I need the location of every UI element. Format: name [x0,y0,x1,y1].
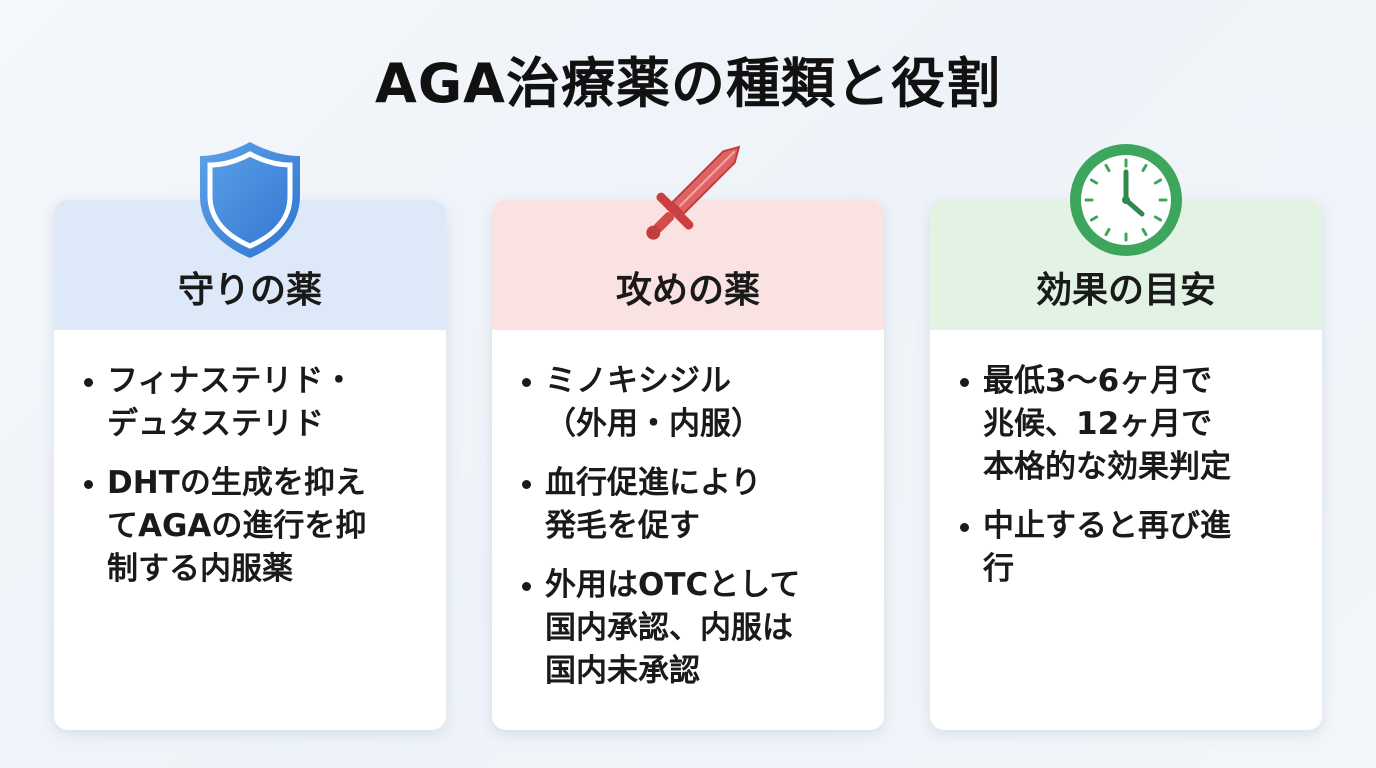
bullet-text: フィナステリド・ デュタステリド [107,363,355,442]
bullet-dot [84,480,93,489]
list-item: ミノキシジル （外用・内服） [522,360,860,446]
bullet-text: ミノキシジル （外用・内服） [545,363,762,442]
bullet-dot [522,582,531,591]
card-title: 攻めの薬 [615,270,760,311]
list-item: フィナステリド・ デュタステリド [84,360,422,446]
bullet-dot [84,378,93,387]
bullet-text: 外用はOTCとして 国内承認、内服は 国内未承認 [545,567,801,689]
bullet-dot [522,480,531,489]
card-offense: 攻めの薬 ミノキシジル （外用・内服） 血行促進により 発毛を促す 外用はOTC… [492,200,884,730]
shield-icon [194,138,306,266]
list-item: 最低3〜6ヶ月で 兆候、12ヶ月で 本格的な効果判定 [960,360,1298,489]
clock-icon [1066,140,1186,264]
card-title: 効果の目安 [1035,270,1216,311]
page-title: AGA治療薬の種類と役割 [375,52,1001,115]
bullet-text: DHTの生成を抑え てAGAの進行を抑 制する内服薬 [107,465,367,587]
card-title: 守りの薬 [177,270,322,311]
card-body: 最低3〜6ヶ月で 兆候、12ヶ月で 本格的な効果判定 中止すると再び進 行 [930,330,1322,591]
list-item: DHTの生成を抑え てAGAの進行を抑 制する内服薬 [84,462,422,591]
card-effect: 効果の目安 最低3〜6ヶ月で 兆候、12ヶ月で 本格的な効果判定 中止すると再び… [930,200,1322,730]
card-defense: 守りの薬 フィナステリド・ デュタステリド DHTの生成を抑え てAGAの進行を… [54,200,446,730]
card-header: 攻めの薬 [492,200,884,330]
list-item: 中止すると再び進 行 [960,505,1298,591]
list-item: 血行促進により 発毛を促す [522,462,860,548]
sword-icon [626,136,750,264]
card-body: フィナステリド・ デュタステリド DHTの生成を抑え てAGAの進行を抑 制する… [54,330,446,591]
bullet-dot [522,378,531,387]
list-item: 外用はOTCとして 国内承認、内服は 国内未承認 [522,564,860,693]
bullet-text: 最低3〜6ヶ月で 兆候、12ヶ月で 本格的な効果判定 [983,363,1231,485]
bullet-text: 中止すると再び進 行 [983,508,1231,587]
bullet-dot [960,523,969,532]
card-body: ミノキシジル （外用・内服） 血行促進により 発毛を促す 外用はOTCとして 国… [492,330,884,693]
bullet-text: 血行促進により 発毛を促す [545,465,762,544]
bullet-dot [960,378,969,387]
